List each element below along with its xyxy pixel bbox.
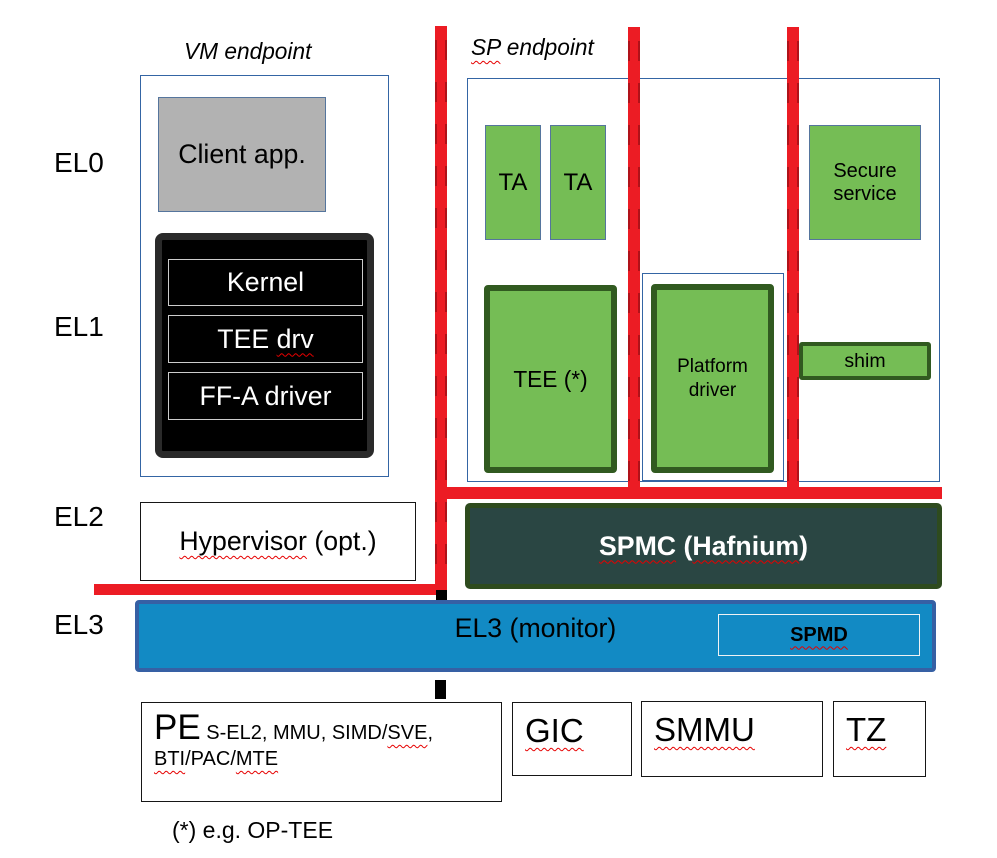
smmu-label: SMMU <box>654 711 755 748</box>
platform-driver-line2: driver <box>688 379 737 401</box>
pe-line2-mid: /PAC/ <box>185 748 236 770</box>
pe-line1: PE S-EL2, MMU, SIMD/SVE, <box>154 710 489 748</box>
spmc-word1: SPMC <box>598 530 677 561</box>
black-dash-top <box>436 590 447 600</box>
kernel-box: Kernel <box>168 259 363 306</box>
secure-service-line2: service <box>833 182 897 205</box>
ta-box-left: TA <box>485 125 541 240</box>
ffa-driver-box: FF-A driver <box>168 372 363 420</box>
spmc-end: ) <box>799 530 809 561</box>
smmu-box: SMMU <box>641 701 823 777</box>
tee-drv-pre: TEE <box>217 323 277 354</box>
pe-line2: BTI/PAC/MTE <box>154 746 489 772</box>
spmc-label: SPMC (Hafnium) <box>599 531 808 562</box>
platform-driver-line1: Platform <box>677 355 748 377</box>
pe-line1-post: , <box>427 722 433 744</box>
hypervisor-misspelled: Hypervisor <box>179 526 307 556</box>
spmc-box: SPMC (Hafnium) <box>465 503 942 589</box>
sp-endpoint-title: SP endpoint <box>471 36 594 59</box>
vm-endpoint-box <box>140 75 389 477</box>
hypervisor-label: Hypervisor (opt.) <box>179 526 376 557</box>
pe-line1-pre: S-EL2, MMU, SIMD/ <box>206 722 388 744</box>
gic-label: GIC <box>525 712 584 749</box>
tee-drv-misspelled: drv <box>276 323 314 354</box>
sp-endpoint-title-rest: endpoint <box>500 34 594 60</box>
red-boundary-vertical-1 <box>435 26 447 595</box>
shim-box: shim <box>799 342 931 380</box>
hypervisor-rest: (opt.) <box>306 526 377 556</box>
tz-label: TZ <box>846 711 887 748</box>
client-app-box: Client app. <box>158 97 326 212</box>
el1-label: EL1 <box>54 311 104 342</box>
el2-label: EL2 <box>54 501 104 532</box>
vm-endpoint-title: VM endpoint <box>184 38 312 64</box>
secure-service-line1: Secure <box>833 159 897 182</box>
tee-box: TEE (*) <box>484 285 617 473</box>
el3-label: EL3 <box>54 609 104 640</box>
red-boundary-vertical-2 <box>628 27 640 498</box>
red-boundary-horizontal-right <box>436 487 942 499</box>
pe-box: PE S-EL2, MMU, SIMD/SVE, BTI/PAC/MTE <box>141 702 502 802</box>
red-boundary-vertical-3 <box>787 27 799 498</box>
spmd-box: SPMD <box>718 614 920 656</box>
hypervisor-box: Hypervisor (opt.) <box>140 502 416 581</box>
pe-line2-misspelled2: MTE <box>235 748 279 770</box>
tz-box: TZ <box>833 701 926 777</box>
red-boundary-horizontal-left <box>94 584 447 595</box>
el3-monitor-label: EL3 (monitor) <box>454 612 617 643</box>
tee-drv-box: TEE drv <box>168 315 363 363</box>
pe-features-1: S-EL2, MMU, SIMD/SVE, <box>201 722 433 744</box>
black-dash-bottom <box>435 680 446 699</box>
spmc-mid: ( <box>676 530 693 561</box>
footnote: (*) e.g. OP-TEE <box>172 817 334 843</box>
sp-endpoint-box <box>467 78 940 482</box>
spmd-label: SPMD <box>790 623 848 646</box>
ta-box-right: TA <box>550 125 606 240</box>
pe-line2-misspelled1: BTI <box>154 748 186 770</box>
pe-line1-misspelled: SVE <box>387 722 428 744</box>
spmc-word2: Hafnium <box>692 530 800 561</box>
gic-box: GIC <box>512 702 632 776</box>
el0-label: EL0 <box>54 147 104 178</box>
sp-endpoint-title-misspelled: SP <box>471 34 501 60</box>
platform-driver-outline-box <box>642 273 784 481</box>
pe-title: PE <box>154 708 201 747</box>
